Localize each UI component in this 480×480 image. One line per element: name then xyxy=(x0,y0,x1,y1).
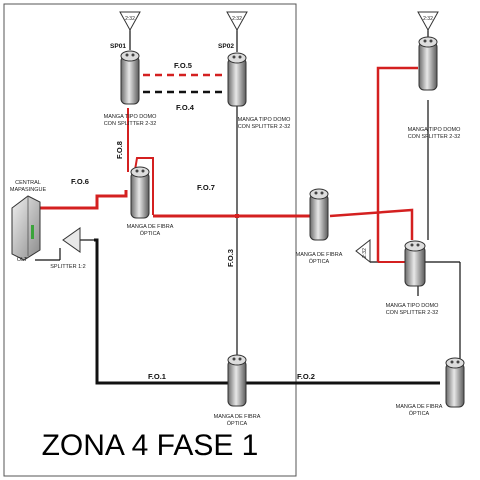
splitter-ratio-label: 2:32 xyxy=(423,16,433,22)
splitter-ratio-label: 2:32 xyxy=(125,16,135,22)
manga-fibra-left xyxy=(130,166,150,219)
manga-sp02 xyxy=(227,52,247,107)
manga-domo-label-line1: MANGA TIPO DOMO xyxy=(104,114,157,120)
fiber-label-fo5: F.O.5 xyxy=(174,61,192,70)
manga-fibra-label-line2: ÓPTICA xyxy=(140,230,161,237)
manga-fibra-label-line2: ÓPTICA xyxy=(409,410,430,417)
olt-label: OLT xyxy=(17,257,28,263)
manga-fibra-center xyxy=(309,188,329,241)
manga-fibra-label-line1: MANGA DE FIBRA xyxy=(127,224,174,230)
manga-fibra-bottom-right xyxy=(445,357,465,408)
manga-domo-label-line1: MANGA TIPO DOMO xyxy=(408,127,461,133)
fiber-label-fo7: F.O.7 xyxy=(197,183,215,192)
sp02-label: SP02 xyxy=(218,43,234,50)
fiber-label-fo6: F.O.6 xyxy=(71,177,89,186)
sp01-label: SP01 xyxy=(110,43,126,50)
splitter-1-2-triangle xyxy=(62,227,81,253)
manga-sp01 xyxy=(120,50,140,105)
zone-title: ZONA 4 FASE 1 xyxy=(42,429,259,462)
zone-border xyxy=(3,3,297,477)
manga-fibra-bottom-center xyxy=(227,354,247,407)
manga-fibra-label-line2: ÓPTICA xyxy=(227,420,248,427)
manga-top-right xyxy=(418,36,438,91)
central-label-line1: CENTRAL xyxy=(15,180,41,186)
splitter-ratio-label: 2:32 xyxy=(362,248,368,258)
manga-domo-label-line2: CON SPLITTER 2-32 xyxy=(386,310,439,316)
manga-domo-label-line2: CON SPLITTER 2-32 xyxy=(408,134,461,140)
manga-domo-label-line2: CON SPLITTER 2-32 xyxy=(238,124,291,130)
manga-domo-label-line1: MANGA TIPO DOMO xyxy=(238,117,291,123)
splitter-main-label: SPLITTER 1:2 xyxy=(50,264,85,270)
fiber-label-fo4: F.O.4 xyxy=(176,103,195,112)
manga-fibra-label-line2: ÓPTICA xyxy=(309,258,330,265)
fiber-label-fo8: F.O.8 xyxy=(115,141,124,159)
black-fiber-lines xyxy=(35,27,461,360)
splitter-triangle-top-1: 2:32 xyxy=(119,11,141,32)
fiber-label-fo1: F.O.1 xyxy=(148,372,166,381)
manga-fibra-label-line1: MANGA DE FIBRA xyxy=(396,404,443,410)
splitter-triangle-top-3: 2:32 xyxy=(417,11,439,32)
red-fiber-lines xyxy=(40,66,418,263)
splitter-triangle-right: 2:32 xyxy=(355,238,371,264)
fiber-label-fo2: F.O.2 xyxy=(297,372,315,381)
fiber-label-fo3: F.O.3 xyxy=(226,249,235,267)
fiber-fo1-fo2 xyxy=(94,238,440,385)
olt-device xyxy=(11,195,41,261)
manga-fibra-label-line1: MANGA DE FIBRA xyxy=(296,252,343,258)
central-label-line2: MAPASINGUE xyxy=(10,187,47,193)
manga-domo-label-line1: MANGA TIPO DOMO xyxy=(386,303,439,309)
splitter-ratio-label: 2:32 xyxy=(232,16,242,22)
manga-domo-right xyxy=(404,240,426,287)
manga-fibra-label-line1: MANGA DE FIBRA xyxy=(214,414,261,420)
manga-domo-label-line2: CON SPLITTER 2-32 xyxy=(104,121,157,127)
splitter-triangle-top-2: 2:32 xyxy=(226,11,248,32)
